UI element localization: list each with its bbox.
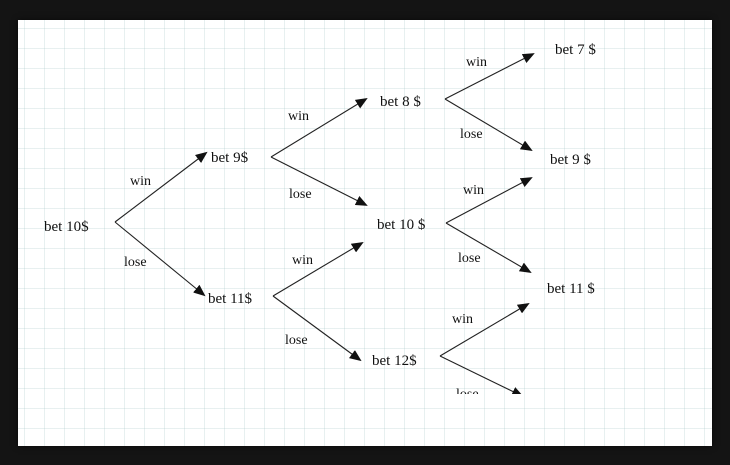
edge-line-e9 — [445, 177, 533, 224]
graph-paper-canvas — [18, 20, 712, 446]
edge-label-e11: win — [452, 312, 473, 327]
edge-line-e10 — [445, 222, 532, 274]
edge-line-e3 — [270, 97, 368, 158]
edge-line-e7 — [444, 53, 535, 100]
node-label-n8: bet 8 $ — [380, 94, 421, 110]
edge-line-e8 — [444, 98, 533, 152]
edge-line-e12 — [439, 355, 524, 397]
node-label-n11: bet 11$ — [208, 291, 253, 307]
edge-label-e8: lose — [460, 127, 483, 142]
node-label-n12: bet 12$ — [372, 353, 417, 369]
edge-line-e2 — [114, 221, 206, 297]
edge-label-e3: win — [288, 109, 309, 124]
node-label-n9b: bet 9 $ — [550, 152, 591, 168]
edge-label-e4: lose — [289, 187, 312, 202]
paper-bottom-crop — [18, 394, 712, 446]
edge-label-e5: win — [292, 253, 313, 268]
edge-label-e6: lose — [285, 333, 308, 348]
edge-line-e1 — [114, 151, 208, 223]
node-label-n11b: bet 11 $ — [547, 281, 595, 297]
node-label-n10b: bet 10 $ — [377, 217, 426, 233]
node-label-n10: bet 10$ — [44, 219, 89, 235]
edge-label-e7: win — [466, 55, 487, 70]
edge-label-e9: win — [463, 183, 484, 198]
node-label-n7: bet 7 $ — [555, 42, 596, 58]
edge-line-e11 — [439, 302, 530, 357]
edge-line-e5 — [272, 241, 364, 297]
node-label-n9: bet 9$ — [211, 150, 249, 166]
edge-label-e10: lose — [458, 251, 481, 266]
edge-line-e4 — [270, 156, 368, 206]
edge-label-e2: lose — [124, 255, 147, 270]
edge-label-e1: win — [130, 174, 151, 189]
edge-line-e6 — [272, 295, 362, 362]
